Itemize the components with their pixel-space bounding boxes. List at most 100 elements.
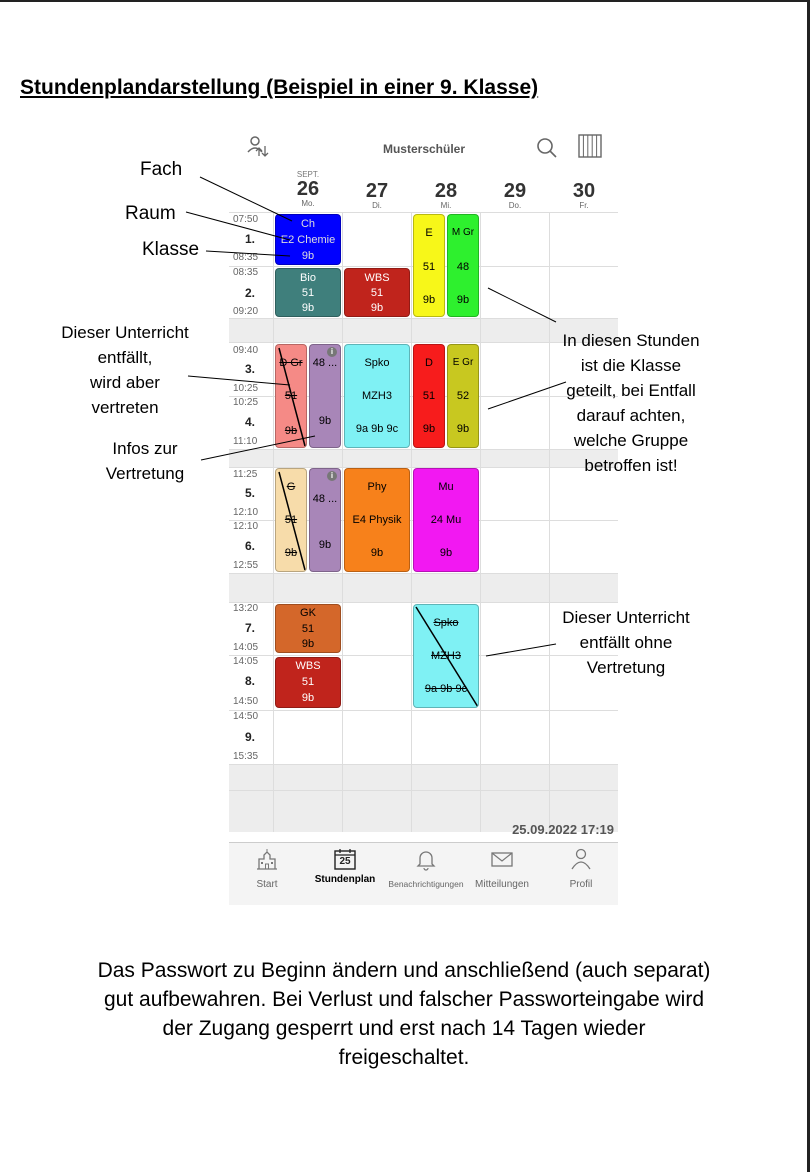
lesson-mo-34-substitution[interactable]: i 48 ... 9b bbox=[309, 344, 341, 448]
lesson-di-56-phy[interactable]: Phy E4 Physik 9b bbox=[344, 468, 410, 572]
day-number: 29 bbox=[503, 180, 527, 202]
notice-line: Das Passwort zu Beginn ändern und anschl… bbox=[97, 959, 711, 982]
lesson-mi-34-d[interactable]: D 51 9b bbox=[413, 344, 445, 448]
student-name[interactable]: Musterschüler bbox=[382, 142, 466, 156]
timetable-app: Musterschüler SEPT. 26 Mo. 27 Di. 28 Mi.… bbox=[229, 128, 618, 905]
grid-line bbox=[229, 710, 618, 711]
lesson-mo-2-bio[interactable]: Bio 51 9b bbox=[275, 268, 341, 317]
lesson-mo-56-substitution[interactable]: i 48 ... 9b bbox=[309, 468, 341, 572]
period-end: 14:50 bbox=[233, 696, 259, 707]
lesson-di-34-spko[interactable]: Spko MZH3 9a 9b 9c bbox=[344, 344, 410, 448]
lesson-mi-78-spko-cancelled[interactable]: Spko MZH3 9a 9b 9c bbox=[413, 604, 479, 708]
day-header-tuesday[interactable]: 27 Di. bbox=[343, 181, 411, 210]
info-icon[interactable]: i bbox=[327, 471, 337, 481]
period-start: 12:10 bbox=[233, 521, 259, 532]
lesson-mo-1-ch[interactable]: Ch E2 Chemie 9b bbox=[275, 214, 341, 265]
break-row bbox=[229, 764, 618, 832]
lesson-mo-34-d-gr-cancelled[interactable]: D Gr 51 9b bbox=[275, 344, 307, 448]
lesson-subject: D Gr bbox=[279, 357, 303, 369]
calendar-icon: 25 bbox=[333, 847, 357, 871]
lesson-subject: E Gr bbox=[452, 357, 474, 368]
period-number: 1. bbox=[245, 232, 256, 246]
day-name: Fr. bbox=[579, 201, 589, 210]
lesson-mo-7-gk[interactable]: GK 51 9b bbox=[275, 604, 341, 653]
period-end: 12:55 bbox=[233, 560, 259, 571]
period-number: 7. bbox=[245, 621, 256, 635]
day-number: 26 bbox=[296, 178, 320, 200]
lesson-mo-56-g-cancelled[interactable]: G 51 9b bbox=[275, 468, 307, 572]
info-icon[interactable]: i bbox=[327, 347, 337, 357]
period-start: 07:50 bbox=[233, 214, 259, 225]
period-number: 3. bbox=[245, 362, 256, 376]
period-9: 14:50 9. 15:35 bbox=[229, 710, 273, 764]
lesson-subject: M Gr bbox=[451, 227, 475, 238]
lesson-mi-12-e[interactable]: E 51 9b bbox=[413, 214, 445, 317]
annotation-klasse: Klasse bbox=[142, 239, 200, 260]
day-name: Mi. bbox=[440, 201, 452, 210]
tab-benachrichtigungen[interactable]: Benachrichtigungen bbox=[383, 847, 469, 889]
period-number: 5. bbox=[245, 486, 256, 500]
lesson-room: 51 bbox=[422, 261, 436, 273]
switch-user-icon[interactable] bbox=[245, 134, 271, 160]
annotation-line: Infos zur bbox=[112, 439, 178, 458]
tab-stundenplan[interactable]: 25 Stundenplan bbox=[309, 847, 381, 885]
grid-col-line bbox=[342, 212, 343, 832]
grid-line bbox=[229, 764, 618, 765]
lesson-subject: Phy bbox=[367, 481, 387, 493]
lesson-subject: WBS bbox=[295, 660, 321, 672]
period-end: 10:25 bbox=[233, 383, 259, 394]
lesson-class: 9b bbox=[318, 539, 332, 551]
lesson-class: 9b bbox=[370, 547, 384, 559]
day-number: 27 bbox=[365, 180, 389, 202]
lesson-subject: WBS bbox=[364, 272, 390, 284]
search-icon[interactable] bbox=[535, 136, 559, 160]
annotation-line: welche Gruppe bbox=[573, 431, 689, 450]
lesson-class: 9a 9b 9c bbox=[424, 683, 468, 695]
day-name: Mo. bbox=[301, 199, 315, 208]
day-header-wednesday[interactable]: 28 Mi. bbox=[412, 181, 480, 210]
period-start: 14:05 bbox=[233, 656, 259, 667]
period-number: 2. bbox=[245, 286, 256, 300]
annotation-line: entfällt, bbox=[97, 348, 153, 367]
day-header-monday[interactable]: SEPT. 26 Mo. bbox=[274, 170, 342, 208]
period-start: 11:25 bbox=[233, 469, 258, 480]
annotation-entfall-vertreten: Dieser Unterricht entfällt, wird aber ve… bbox=[40, 320, 210, 420]
lesson-di-2-wbs[interactable]: WBS 51 9b bbox=[344, 268, 410, 317]
period-number: 6. bbox=[245, 539, 256, 553]
page-title: Stundenplandarstellung (Beispiel in eine… bbox=[20, 76, 539, 99]
lesson-subject: G bbox=[286, 481, 296, 493]
period-6: 12:10 6. 12:55 bbox=[229, 520, 273, 573]
lesson-class: 9b bbox=[301, 638, 315, 650]
annotation-line: darauf achten, bbox=[576, 406, 686, 425]
lesson-subject: Spko bbox=[364, 357, 390, 369]
lesson-room: 51 bbox=[301, 623, 315, 635]
lesson-class: 9b bbox=[301, 692, 315, 704]
tab-mitteilungen[interactable]: Mitteilungen bbox=[469, 847, 535, 890]
lesson-subject: E bbox=[425, 227, 433, 239]
lesson-mo-8-wbs[interactable]: WBS 51 9b bbox=[275, 657, 341, 708]
annotation-line: vertreten bbox=[91, 398, 159, 417]
tab-label: Start bbox=[256, 879, 278, 890]
lesson-subject: Ch bbox=[300, 218, 316, 230]
lesson-room: E2 Chemie bbox=[280, 234, 336, 246]
lesson-mi-56-mu[interactable]: Mu 24 Mu 9b bbox=[413, 468, 479, 572]
period-end: 14:05 bbox=[233, 642, 259, 653]
lesson-mi-34-e-gr[interactable]: E Gr 52 9b bbox=[447, 344, 479, 448]
period-1: 07:50 1. 08:35 bbox=[229, 212, 273, 266]
lesson-mi-12-m-gr[interactable]: M Gr 48 9b bbox=[447, 214, 479, 317]
day-header-friday[interactable]: 30 Fr. bbox=[550, 181, 618, 210]
lesson-class: 9b bbox=[284, 425, 298, 437]
envelope-icon bbox=[491, 852, 513, 867]
lesson-subject: 48 ... bbox=[312, 357, 338, 369]
day-header-thursday[interactable]: 29 Do. bbox=[481, 181, 549, 210]
lesson-room: E4 Physik bbox=[352, 514, 402, 526]
grid-col-line bbox=[480, 212, 481, 832]
week-view-icon[interactable] bbox=[577, 133, 603, 159]
tab-profil[interactable]: Profil bbox=[551, 847, 611, 890]
period-end: 09:20 bbox=[233, 306, 259, 317]
cancel-strike-line bbox=[278, 347, 306, 447]
tab-start[interactable]: Start bbox=[237, 847, 297, 890]
grid-line bbox=[229, 790, 618, 791]
period-number: 8. bbox=[245, 674, 256, 688]
annotation-line: entfällt ohne bbox=[579, 633, 673, 652]
